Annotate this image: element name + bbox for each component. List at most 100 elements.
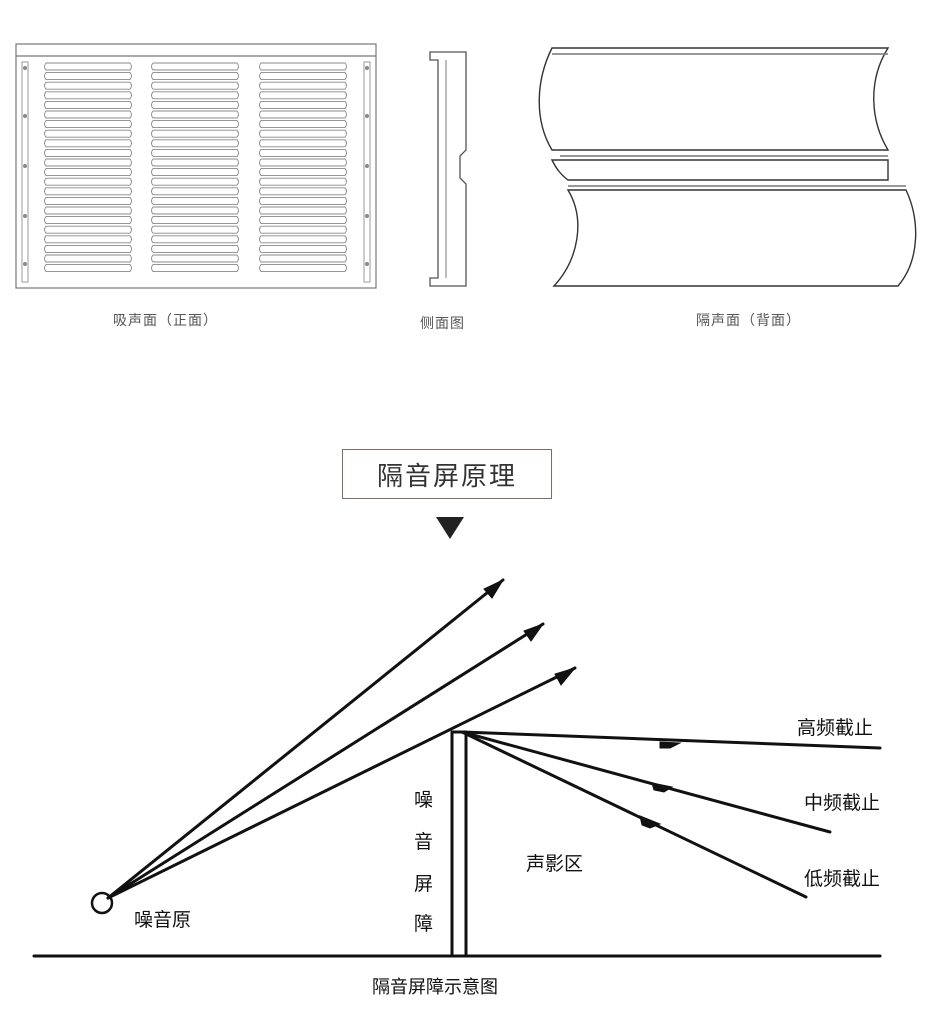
ray-high-freq [460,730,882,750]
arrowhead-1 [483,578,505,599]
louver-slat [44,235,132,244]
side-panel [429,51,467,287]
rivet-dot [23,114,27,118]
ray-arrowheads [483,578,682,829]
rivet-dot [365,114,369,118]
louver-slat [259,148,347,157]
louver-slat [259,62,347,71]
louver-slat [44,129,132,138]
back-panel-caption: 隔声面（背面） [696,313,801,329]
louver-slat [44,244,132,253]
louver-slat [259,129,347,138]
louver-slat [151,81,239,90]
louver-slat [44,91,132,100]
louver-slat [151,91,239,100]
louver-slat [151,177,239,186]
louver-slat [259,120,347,129]
marker-low [639,815,662,829]
louver-slat [151,100,239,109]
louver-slat [44,81,132,90]
louver-slat [44,110,132,119]
ray-over-1 [106,578,505,900]
louver-slat [151,110,239,119]
rivet-dot [23,164,27,168]
louver-slat [151,139,239,148]
louver-slat [259,254,347,263]
louver-slat [259,206,347,215]
ray-over-2 [106,622,545,900]
louver-slat [151,120,239,129]
barrier-char-1: 噪 [414,789,434,811]
louver-slat [151,62,239,71]
louver-slat [44,225,132,234]
louver-slat [259,244,347,253]
principle-diagram [32,578,882,958]
louver-slat [259,196,347,205]
rivet-dot [23,262,27,266]
rivet-dot [365,164,369,168]
louver-slat [44,62,132,71]
louver-slat [259,225,347,234]
louver-slat [151,196,239,205]
back-panel [538,47,917,287]
arrowhead-2 [523,622,545,642]
louver-slat [151,168,239,177]
louver-slat [44,177,132,186]
arrowhead-3 [554,667,577,686]
marker-mid [651,782,674,793]
mid-freq-label: 中频截止 [804,792,881,814]
louver-slat [259,168,347,177]
front-panel-caption: 吸声面（正面） [113,313,218,329]
louver-slat [259,72,347,81]
louver-slat [259,187,347,196]
noise-source-label: 噪音原 [134,909,192,931]
louver-slat [151,254,239,263]
rivet-dot [365,66,369,70]
louver-slat [259,91,347,100]
louver-slat [151,206,239,215]
ray-mid-freq [460,730,832,834]
louver-slat [259,216,347,225]
louver-slat [151,187,239,196]
louver-slat [151,264,239,273]
rivet-dot [23,214,27,218]
rivet-dot [365,214,369,218]
low-freq-label: 低频截止 [804,868,881,890]
louver-slat [259,110,347,119]
louver-slat [259,139,347,148]
louver-slat [44,196,132,205]
louver-slat [259,158,347,167]
down-arrow-icon [436,517,464,539]
louver-slat [44,216,132,225]
louver-slat [44,72,132,81]
louver-slat [44,254,132,263]
louver-slat [44,264,132,273]
noise-source-circle [90,891,114,915]
louver-slat [44,158,132,167]
rivet-dot [365,262,369,266]
louver-slat [44,206,132,215]
louver-slat [44,139,132,148]
louver-slat [259,264,347,273]
louver-slat [151,72,239,81]
louver-slat [151,148,239,157]
louver-slat [44,168,132,177]
louver-slat [259,177,347,186]
louver-slat [44,120,132,129]
louver-slat [259,81,347,90]
barrier-char-2: 音 [414,831,434,853]
diagram-caption: 隔音屏障示意图 [372,977,498,998]
barrier-char-3: 屏 [414,873,434,895]
louver-slat [151,158,239,167]
sound-shadow-label: 声影区 [526,853,584,875]
louver-slat [151,129,239,138]
louver-slat [259,100,347,109]
side-panel-caption: 侧面图 [420,316,465,332]
louver-slat [44,187,132,196]
louver-slat [151,235,239,244]
louver-slat [151,216,239,225]
louver-slat [44,100,132,109]
principle-title: 隔音屏原理 [342,449,552,499]
